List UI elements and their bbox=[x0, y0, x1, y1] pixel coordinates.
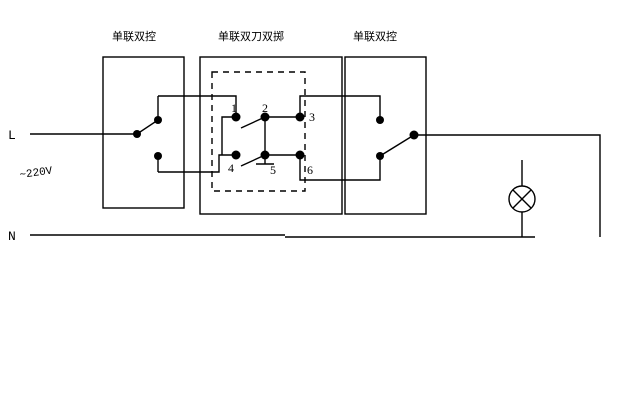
label-live-rail: L bbox=[8, 128, 16, 143]
label-terminal-1: 1 bbox=[231, 101, 237, 115]
switch-left-blade bbox=[136, 119, 159, 135]
switch-left-enclosure bbox=[102, 56, 185, 209]
label-switch-left-title: 单联双控 bbox=[112, 29, 156, 43]
dpdt-mechanism-dashed-outline bbox=[211, 71, 306, 192]
label-terminal-6: 6 bbox=[307, 163, 313, 177]
label-neutral-rail: N bbox=[8, 229, 16, 244]
switch-middle-enclosure bbox=[199, 56, 343, 215]
traveller-left-lower-to-t4 bbox=[158, 154, 236, 173]
label-supply-voltage: ~220V bbox=[19, 165, 54, 182]
traveller-t3-to-right-upper bbox=[299, 95, 381, 120]
label-terminal-4: 4 bbox=[228, 161, 234, 175]
lamp-cross-stroke-b bbox=[512, 189, 532, 209]
traveller-t6-to-right-lower bbox=[299, 155, 381, 181]
traveller-left-upper-to-t1 bbox=[158, 95, 237, 117]
dpdt-upper-pole-blade bbox=[240, 116, 266, 129]
label-terminal-2: 2 bbox=[262, 101, 268, 115]
dpdt-terminal-4-node bbox=[231, 150, 241, 160]
label-terminal-3: 3 bbox=[309, 110, 315, 124]
lamp-envelope-icon bbox=[508, 185, 536, 213]
switch-right-upper-node bbox=[376, 116, 384, 124]
dpdt-lower-pole-blade bbox=[240, 154, 266, 167]
label-switch-right-title: 单联双控 bbox=[353, 29, 397, 43]
lamp-supply-wire bbox=[414, 134, 601, 237]
switch-right-blade bbox=[379, 134, 415, 157]
dpdt-internal-crosslink bbox=[221, 116, 236, 155]
label-switch-middle-title: 单联双刀双掷 bbox=[218, 29, 284, 43]
label-terminal-5: 5 bbox=[270, 163, 276, 177]
